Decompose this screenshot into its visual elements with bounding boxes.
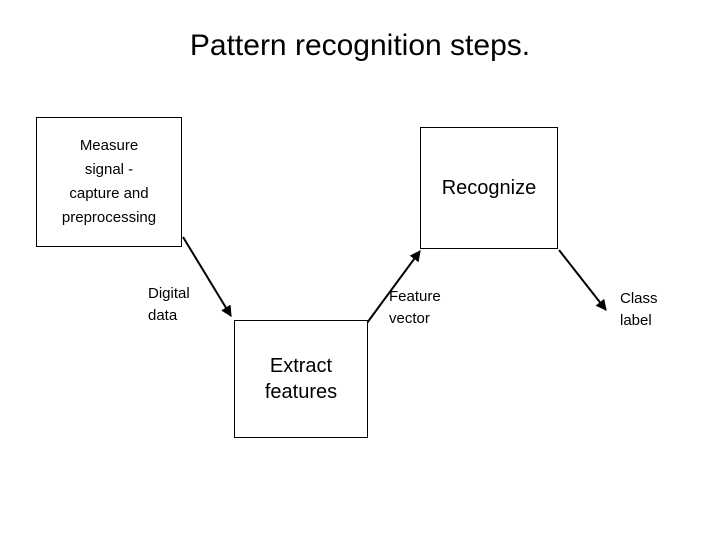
arrow-recognize-to-class-label [558, 249, 607, 311]
node-recognize-label: Recognize [441, 177, 537, 199]
node-recognize[interactable]: Recognize [420, 127, 558, 249]
edge-label-digital-data: Digital data [148, 285, 190, 324]
node-measure-signal[interactable]: Measure signal - capture and preprocessi… [36, 117, 182, 247]
node-extract-features-label: Extract features [264, 355, 338, 403]
node-extract-features[interactable]: Extract features [234, 320, 368, 438]
edge-label-feature-vector: Feature vector [389, 288, 441, 327]
edge-label-class-label: Class label [620, 290, 658, 329]
node-measure-signal-label: Measure signal - capture and preprocessi… [61, 137, 157, 226]
page-title: Pattern recognition steps. [189, 29, 531, 62]
arrow-measure-to-extract [182, 236, 232, 317]
